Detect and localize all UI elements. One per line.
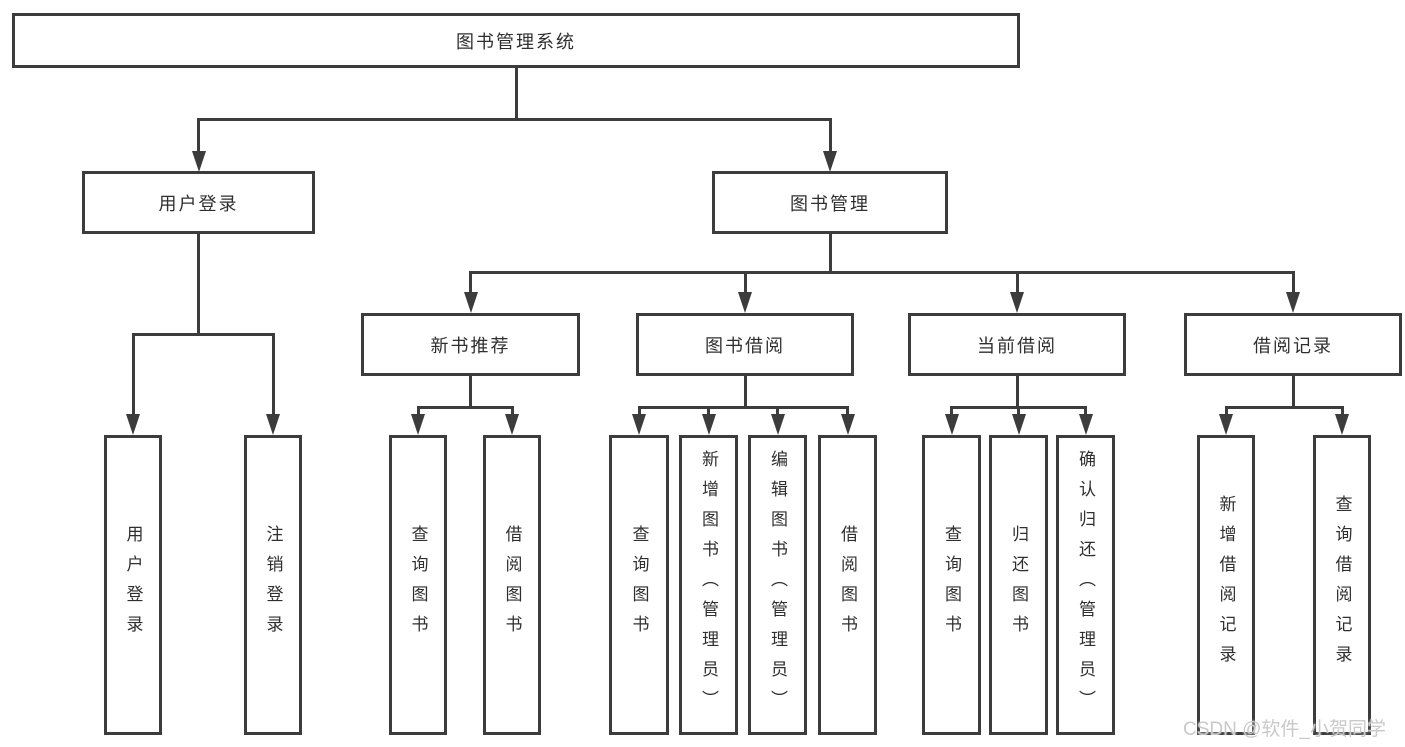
- leaf-query-borrow-record-label: 查询借阅记录: [1332, 495, 1352, 675]
- node-book-borrow: 图书借阅: [636, 313, 854, 376]
- node-new-book-recommend: 新书推荐: [361, 313, 580, 376]
- connector: [1017, 406, 1020, 416]
- connector: [131, 333, 135, 415]
- arrowhead-icon: [411, 414, 425, 435]
- leaf-borrow-books-recommend-label: 借阅图书: [502, 525, 522, 645]
- leaf-query-books-borrow: 查询图书: [609, 435, 669, 735]
- leaf-user-login-label: 用户登录: [123, 525, 143, 645]
- leaf-borrow-books-recommend: 借阅图书: [483, 435, 541, 735]
- connector: [776, 406, 779, 416]
- connector: [196, 118, 832, 121]
- leaf-edit-book-admin: 编辑图书（管理员）: [748, 435, 807, 735]
- node-borrow-records-label: 借阅记录: [1253, 335, 1333, 356]
- arrowhead-icon: [823, 151, 837, 172]
- leaf-confirm-return-admin-label: 确认归还（管理员）: [1076, 450, 1095, 720]
- arrowhead-icon: [1335, 414, 1349, 435]
- arrowhead-icon: [1011, 414, 1026, 435]
- node-book-management-label: 图书管理: [790, 193, 870, 214]
- leaf-add-book-admin: 新增图书（管理员）: [679, 435, 738, 735]
- leaf-borrow-books-label: 借阅图书: [838, 525, 857, 645]
- arrowhead-icon: [1078, 414, 1093, 435]
- arrowhead-icon: [770, 414, 785, 435]
- connector: [197, 234, 200, 335]
- connector: [637, 406, 849, 409]
- connector: [1015, 271, 1019, 295]
- connector: [416, 406, 420, 416]
- connector: [510, 406, 514, 416]
- connector: [1084, 406, 1087, 416]
- connector: [131, 333, 275, 336]
- leaf-user-login: 用户登录: [104, 435, 162, 735]
- connector: [1224, 406, 1228, 416]
- leaf-return-books-label: 归还图书: [1009, 525, 1028, 645]
- leaf-return-books: 归还图书: [989, 435, 1048, 735]
- leaf-add-borrow-record-label: 新增借阅记录: [1216, 495, 1236, 675]
- leaf-add-book-admin-label: 新增图书（管理员）: [699, 450, 718, 720]
- node-library-system: 图书管理系统: [12, 13, 1020, 68]
- leaf-query-books-current-label: 查询图书: [942, 525, 961, 645]
- node-user-login-label: 用户登录: [158, 193, 239, 214]
- arrowhead-icon: [266, 414, 280, 435]
- arrowhead-icon: [463, 292, 478, 313]
- arrowhead-icon: [1010, 292, 1024, 313]
- connector: [743, 271, 747, 295]
- node-current-borrow: 当前借阅: [908, 313, 1126, 376]
- leaf-query-books-recommend-label: 查询图书: [408, 525, 428, 645]
- node-library-system-label: 图书管理系统: [456, 31, 576, 52]
- leaf-query-borrow-record: 查询借阅记录: [1313, 435, 1371, 735]
- node-borrow-records: 借阅记录: [1184, 313, 1402, 376]
- arrowhead-icon: [738, 292, 752, 313]
- connector: [828, 234, 832, 274]
- arrowhead-icon: [701, 414, 716, 435]
- connector: [828, 118, 832, 153]
- connector: [197, 118, 200, 153]
- connector: [950, 406, 953, 416]
- connector: [514, 68, 518, 120]
- node-user-login: 用户登录: [82, 171, 315, 234]
- leaf-logout-label: 注销登录: [263, 525, 283, 645]
- arrowhead-icon: [191, 151, 206, 172]
- leaf-confirm-return-admin: 确认归还（管理员）: [1056, 435, 1115, 735]
- node-new-book-recommend-label: 新书推荐: [430, 335, 511, 356]
- connector: [469, 376, 472, 408]
- node-book-borrow-label: 图书借阅: [705, 335, 785, 356]
- node-current-borrow-label: 当前借阅: [977, 335, 1057, 356]
- connector: [1291, 376, 1295, 408]
- arrowhead-icon: [840, 414, 855, 435]
- arrowhead-icon: [1219, 414, 1233, 435]
- connector: [1291, 271, 1295, 295]
- connector: [1015, 376, 1019, 408]
- connector: [469, 271, 472, 295]
- connector: [846, 406, 849, 416]
- leaf-query-books-borrow-label: 查询图书: [629, 525, 649, 645]
- arrowhead-icon: [944, 414, 959, 435]
- leaf-query-books-recommend: 查询图书: [389, 435, 447, 735]
- connector: [743, 376, 747, 408]
- watermark: CSDN @软件_小贺同学: [1183, 719, 1386, 740]
- leaf-edit-book-admin-label: 编辑图书（管理员）: [768, 450, 787, 720]
- connector: [271, 333, 275, 415]
- arrowhead-icon: [126, 414, 140, 435]
- connector: [416, 406, 514, 409]
- leaf-borrow-books: 借阅图书: [818, 435, 877, 735]
- leaf-logout: 注销登录: [244, 435, 302, 735]
- connector: [637, 406, 641, 416]
- connector: [1340, 406, 1344, 416]
- leaf-add-borrow-record: 新增借阅记录: [1197, 435, 1255, 735]
- connector: [469, 271, 1295, 274]
- arrowhead-icon: [1286, 292, 1300, 313]
- leaf-query-books-current: 查询图书: [922, 435, 981, 735]
- arrowhead-icon: [505, 414, 519, 435]
- node-book-management: 图书管理: [712, 171, 948, 234]
- connector: [707, 406, 710, 416]
- arrowhead-icon: [632, 414, 646, 435]
- connector: [1224, 406, 1344, 409]
